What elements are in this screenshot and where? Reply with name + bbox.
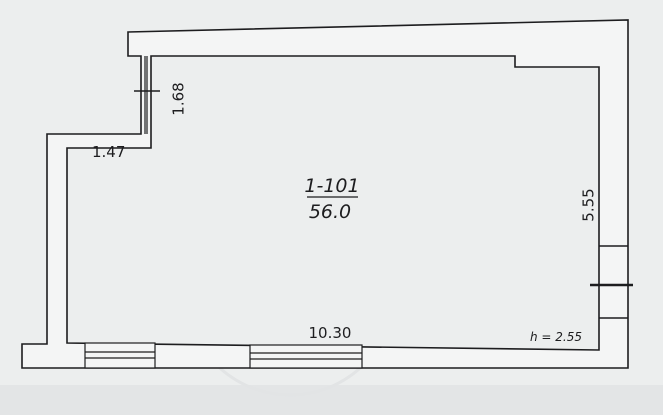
dimension-bottom-wall: 10.30 xyxy=(309,324,352,342)
room-area: 56.0 xyxy=(309,201,351,223)
ceiling-height-label: h = 2.55 xyxy=(530,330,582,344)
dimension-left-step: 1.47 xyxy=(92,143,125,161)
door-right-wall xyxy=(590,245,633,319)
room-number: 1-101 xyxy=(304,175,359,197)
dimension-upper-left-wall: 1.68 xyxy=(170,82,188,115)
window-bottom-right xyxy=(249,344,363,369)
window-bottom-left xyxy=(84,342,156,369)
room-interior xyxy=(66,55,600,351)
room-label: 1-101 56.0 xyxy=(304,175,359,223)
window-upper-left xyxy=(134,56,160,134)
dimension-right-wall: 5.55 xyxy=(580,188,598,221)
